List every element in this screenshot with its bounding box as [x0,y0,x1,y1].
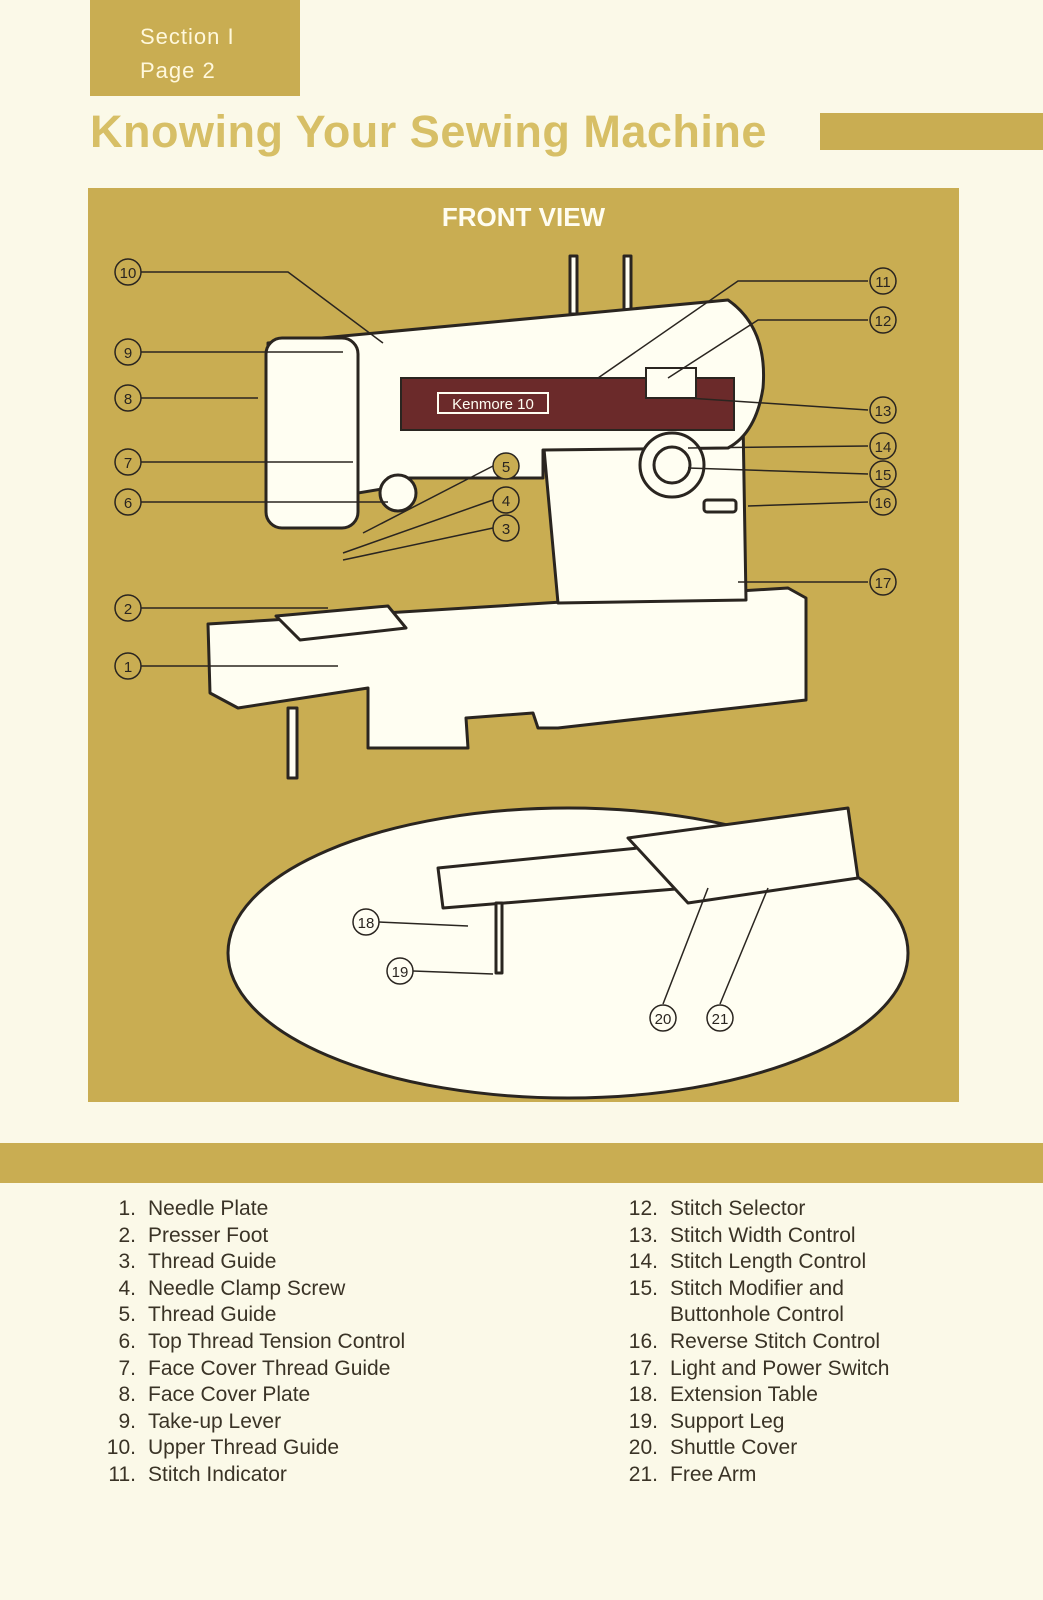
legend-item: 13.Stitch Width Control [628,1223,856,1247]
svg-text:11: 11 [875,274,891,291]
svg-text:5: 5 [502,459,510,476]
support-leg-view [494,901,504,975]
legend-right-column: 12.Stitch Selector 13.Stitch Width Contr… [612,1196,890,1489]
svg-text:3: 3 [502,521,510,538]
svg-text:6: 6 [124,495,132,512]
legend-item: 11.Stitch Indicator [108,1462,287,1486]
sewing-machine-illustration: Kenmore 10 10 [114,254,910,1100]
section-label: Section I [140,24,235,49]
legend-item: 9.Take-up Lever [118,1409,282,1433]
legend-item: 6.Top Thread Tension Control [118,1329,406,1353]
legend-item: 16.Reverse Stitch Control [628,1329,881,1353]
svg-text:18: 18 [358,915,375,932]
title-accent-bar [820,113,1043,150]
front-view-panel: FRONT VIEW [88,188,959,1102]
callout-21: 21 [706,1004,734,1032]
svg-text:10: 10 [120,265,137,282]
svg-text:12: 12 [875,313,892,330]
spool-pin-left [568,254,579,316]
legend-item: 5.Thread Guide [118,1303,277,1327]
callout-17: 17 [869,568,897,596]
callout-9: 9 [114,338,142,366]
view-title: FRONT VIEW [441,202,606,232]
support-leg [286,706,299,780]
stitch-selector [645,367,697,399]
legend-item: 20.Shuttle Cover [628,1436,798,1460]
svg-text:17: 17 [875,575,892,592]
tension-dial [378,473,418,513]
page-label: Page 2 [140,58,216,83]
legend-item: 8.Face Cover Plate [118,1383,311,1407]
legend-item: 12.Stitch Selector [628,1197,806,1220]
callout-16: 16 [869,488,897,516]
svg-text:16: 16 [875,495,892,512]
callout-2: 2 [114,594,142,622]
legend-item: 19.Support Leg [628,1409,785,1433]
divider-band [0,1143,1043,1183]
svg-text:20: 20 [655,1011,672,1028]
legend-item: 4.Needle Clamp Screw [118,1276,346,1300]
callout-5: 5 [492,452,520,480]
brand-label: Kenmore 10 [452,396,534,413]
legend-item: 15.Stitch Modifier and Buttonhole Contro… [628,1276,844,1327]
svg-text:21: 21 [712,1011,729,1028]
callout-13: 13 [869,396,897,424]
legend-left-column: 1.Needle Plate 2.Presser Foot 3.Thread G… [90,1196,405,1489]
free-arm-body-view [626,806,860,905]
legend-item: 3.Thread Guide [118,1250,277,1274]
callout-10: 10 [114,258,142,286]
svg-text:13: 13 [875,403,892,420]
callout-12: 12 [869,306,897,334]
callout-8: 8 [114,384,142,412]
svg-text:14: 14 [875,439,892,456]
reverse-button [702,498,738,514]
legend-item: 21.Free Arm [628,1462,757,1486]
callouts: 10 9 8 7 6 2 1 5 4 3 11 12 13 14 15 16 1… [114,258,897,1032]
legend-item: 2.Presser Foot [118,1223,269,1247]
callout-4: 4 [492,486,520,514]
callout-3: 3 [492,514,520,542]
callout-18: 18 [352,908,380,936]
legend-item: 7.Face Cover Thread Guide [118,1356,391,1380]
svg-text:4: 4 [502,493,510,510]
legend-item: 18.Extension Table [628,1383,818,1407]
callout-15: 15 [869,460,897,488]
spool-pin-right [622,254,633,316]
page-title: Knowing Your Sewing Machine [90,106,767,157]
svg-text:7: 7 [124,455,132,472]
legend-item: 17.Light and Power Switch [628,1356,890,1380]
svg-text:9: 9 [124,345,132,362]
svg-text:19: 19 [392,964,409,981]
callout-19: 19 [386,957,414,985]
face-cover-plate [264,336,360,530]
svg-text:2: 2 [124,601,132,618]
callout-7: 7 [114,448,142,476]
callout-11: 11 [869,267,897,295]
callout-6: 6 [114,488,142,516]
svg-text:1: 1 [124,659,132,676]
legend-item: 1.Needle Plate [118,1197,269,1220]
section-tab: Section I Page 2 [90,0,300,96]
callout-1: 1 [114,652,142,680]
svg-text:15: 15 [875,467,892,484]
svg-text:8: 8 [124,391,132,408]
legend-item: 14.Stitch Length Control [628,1250,867,1274]
callout-14: 14 [869,432,897,460]
legend-item: 10.Upper Thread Guide [106,1436,340,1460]
needle-plate [274,604,408,642]
callout-20: 20 [649,1004,677,1032]
